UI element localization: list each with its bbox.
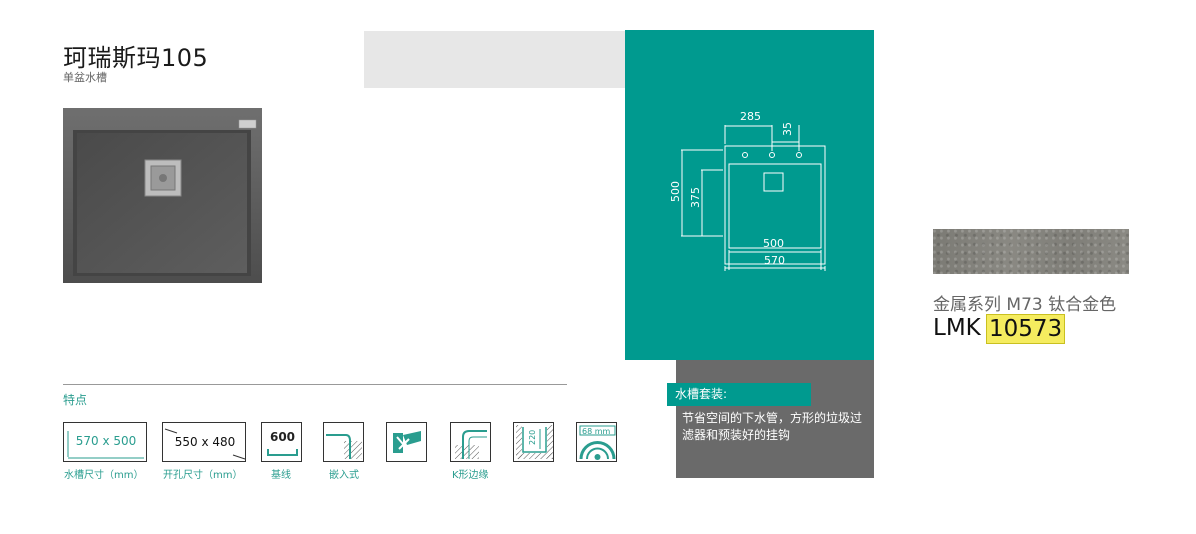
dim-height-inner: 375 <box>689 187 702 208</box>
feature-fastening <box>386 422 427 462</box>
kit-label: 水槽套装: <box>667 383 811 406</box>
inset-mount-icon <box>326 434 362 459</box>
sink-product-image <box>63 108 262 283</box>
product-subtitle: 单盆水槽 <box>63 71 107 84</box>
dim-outer-width: 570 <box>764 254 785 267</box>
depth-icon: 220 <box>516 425 553 459</box>
feature-k-edge <box>450 422 491 462</box>
product-code-number: 10573 <box>986 314 1066 344</box>
technical-drawing: 285 35 500 375 500 570 <box>669 110 826 271</box>
feature-cutout-size-value: 550 x 480 <box>174 435 236 449</box>
drain-square <box>763 172 784 192</box>
tap-hole <box>742 152 748 158</box>
tap-hole <box>796 152 802 158</box>
dim-height-outer: 500 <box>669 181 682 202</box>
dim-top-width: 285 <box>740 110 761 123</box>
technical-drawing-panel: 285 35 500 375 500 570 <box>625 30 874 360</box>
feature-depth: 220 <box>513 422 554 462</box>
feature-base-unit-caption: 基线 <box>271 470 291 481</box>
overflow-icon <box>238 119 257 129</box>
feature-inset-mount <box>323 422 364 462</box>
feature-sink-size-value: 570 x 500 <box>75 434 137 448</box>
header-gray-band <box>364 31 625 88</box>
color-swatch <box>933 229 1129 274</box>
feature-sink-size: 570 x 500 <box>63 422 147 462</box>
feature-base-unit: 600 <box>261 422 302 462</box>
feature-sink-size-caption: 水槽尺寸（mm） <box>64 470 144 481</box>
feature-drain-size-value: 68 mm <box>582 427 611 436</box>
feature-depth-value: 220 <box>528 430 537 445</box>
features-divider <box>63 384 567 385</box>
feature-drain-size: 68 mm <box>576 422 617 462</box>
feature-base-unit-value: 600 <box>269 430 296 444</box>
product-title: 珂瑞斯玛105 <box>63 44 209 72</box>
feature-cutout-size-caption: 开孔尺寸（mm） <box>163 470 243 481</box>
product-code-prefix: LMK <box>933 315 981 341</box>
drain-size-icon: 68 mm <box>579 425 616 460</box>
kit-info-panel <box>676 360 874 478</box>
dim-top-offset: 35 <box>781 122 794 136</box>
features-heading: 特点 <box>63 393 88 407</box>
color-name: 金属系列 M73 钛合金色 <box>933 295 1117 315</box>
bowl-outline <box>728 163 822 249</box>
feature-k-edge-caption: K形边缘 <box>452 470 489 481</box>
feature-inset-mount-caption: 嵌入式 <box>329 470 359 481</box>
tap-hole <box>769 152 775 158</box>
dim-inner-width: 500 <box>763 237 784 250</box>
fastening-icon <box>393 431 421 453</box>
k-edge-icon <box>455 430 487 459</box>
sink-outline <box>724 145 826 265</box>
kit-description: 节省空间的下水管，方形的垃圾过滤器和预装好的挂钩 <box>682 411 863 442</box>
feature-cutout-size: 550 x 480 <box>162 422 246 462</box>
